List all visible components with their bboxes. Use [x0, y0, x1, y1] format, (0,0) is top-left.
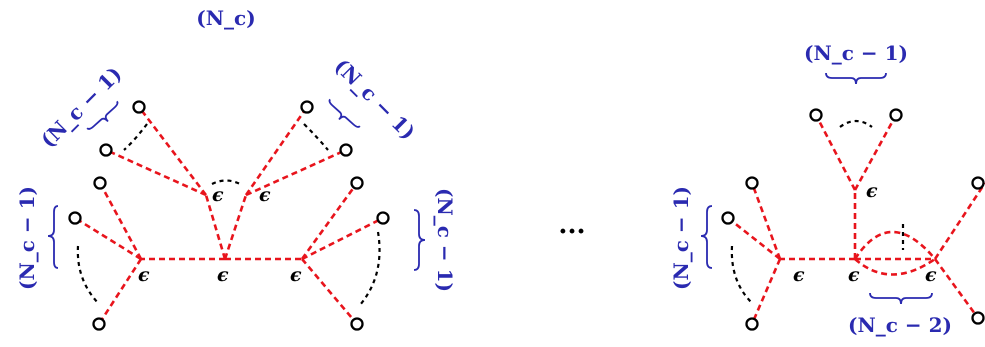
edge: [105, 148, 207, 197]
top-label: (N_c): [196, 6, 255, 30]
edge: [97, 258, 143, 325]
edge: [853, 114, 898, 191]
bundle-label: (N_c − 1): [669, 186, 693, 290]
right-edges: [727, 114, 985, 325]
edge: [98, 182, 143, 260]
vertex-label: ϵ: [212, 184, 224, 206]
color-arc: [730, 245, 754, 305]
vertex-label: ϵ: [290, 264, 302, 286]
color-arc: [303, 123, 329, 151]
right-labels: (N_c − 1) (N_c − 1) (N_c − 2): [669, 41, 952, 337]
endpoint-node: [889, 108, 903, 122]
ellipsis: ···: [558, 217, 585, 247]
left-black-arcs: [76, 123, 381, 306]
bundle-label: (N_c − 1): [433, 188, 457, 292]
endpoint-node: [745, 317, 759, 331]
bundle-label: (N_c − 2): [848, 313, 952, 337]
bundle-label: (N_c − 1): [330, 54, 420, 144]
edge: [244, 106, 309, 196]
edge: [300, 182, 359, 260]
edge: [223, 194, 248, 260]
left-diagram: ϵ ϵ ϵ ϵ ϵ (N_c) (N_c − 1) (N_c − 1) (N_c…: [15, 6, 457, 331]
vertex-label: ϵ: [925, 264, 937, 286]
brace: [869, 292, 933, 305]
color-arc: [76, 245, 100, 305]
bundle-label: (N_c − 1): [804, 41, 908, 65]
vertex-label: ϵ: [259, 184, 271, 206]
endpoint-node: [809, 108, 823, 122]
vertex-label: ϵ: [866, 180, 878, 202]
edge: [750, 258, 782, 325]
bundle-label: (N_c − 1): [36, 62, 126, 152]
right-vertex-labels: ϵ ϵ ϵ ϵ: [793, 180, 937, 286]
edge: [204, 194, 227, 260]
left-labels: (N_c) (N_c − 1) (N_c − 1) (N_c − 1) (N_c…: [15, 6, 457, 292]
vertex-label: ϵ: [217, 264, 229, 286]
edge: [814, 114, 857, 191]
edge: [301, 258, 358, 325]
edge: [137, 106, 208, 196]
endpoint-node: [721, 211, 735, 225]
bundle-label: (N_c − 1): [15, 186, 39, 290]
endpoint-node: [132, 100, 146, 114]
endpoint-node: [339, 143, 353, 157]
brace: [413, 209, 426, 271]
edge: [933, 258, 980, 319]
left-leaves: [68, 100, 390, 331]
edge: [301, 216, 384, 261]
endpoint-node: [300, 100, 314, 114]
edge: [933, 182, 985, 260]
endpoint-node: [93, 176, 107, 190]
edge: [853, 230, 936, 260]
edge: [245, 148, 347, 197]
color-arc: [211, 179, 241, 185]
brace: [700, 205, 713, 269]
endpoint-node: [376, 211, 390, 225]
endpoint-node: [971, 176, 985, 190]
left-edges: [74, 106, 384, 325]
right-black-arcs: [730, 119, 905, 305]
vertex-label: ϵ: [138, 264, 150, 286]
right-leaves: [721, 108, 985, 331]
edge: [854, 257, 936, 276]
color-arc: [359, 231, 381, 306]
edge: [727, 216, 781, 261]
endpoint-node: [92, 317, 106, 331]
vertex-label: ϵ: [848, 264, 860, 286]
right-diagram: ϵ ϵ ϵ ϵ (N_c − 1) (N_c − 1) (N_c − 2): [669, 41, 985, 337]
endpoint-node: [350, 317, 364, 331]
brace: [328, 98, 361, 128]
right-braces: [700, 72, 933, 305]
vertex-label: ϵ: [793, 264, 805, 286]
left-vertex-labels: ϵ ϵ ϵ ϵ ϵ: [138, 184, 302, 286]
endpoint-node: [68, 211, 82, 225]
edge: [750, 182, 782, 260]
endpoint-node: [971, 311, 985, 325]
endpoint-node: [745, 176, 759, 190]
edge: [74, 216, 142, 261]
color-arc: [123, 123, 148, 151]
endpoint-node: [99, 143, 113, 157]
brace: [825, 72, 887, 85]
brace: [47, 205, 59, 269]
color-arc: [839, 119, 873, 128]
endpoint-node: [350, 176, 364, 190]
